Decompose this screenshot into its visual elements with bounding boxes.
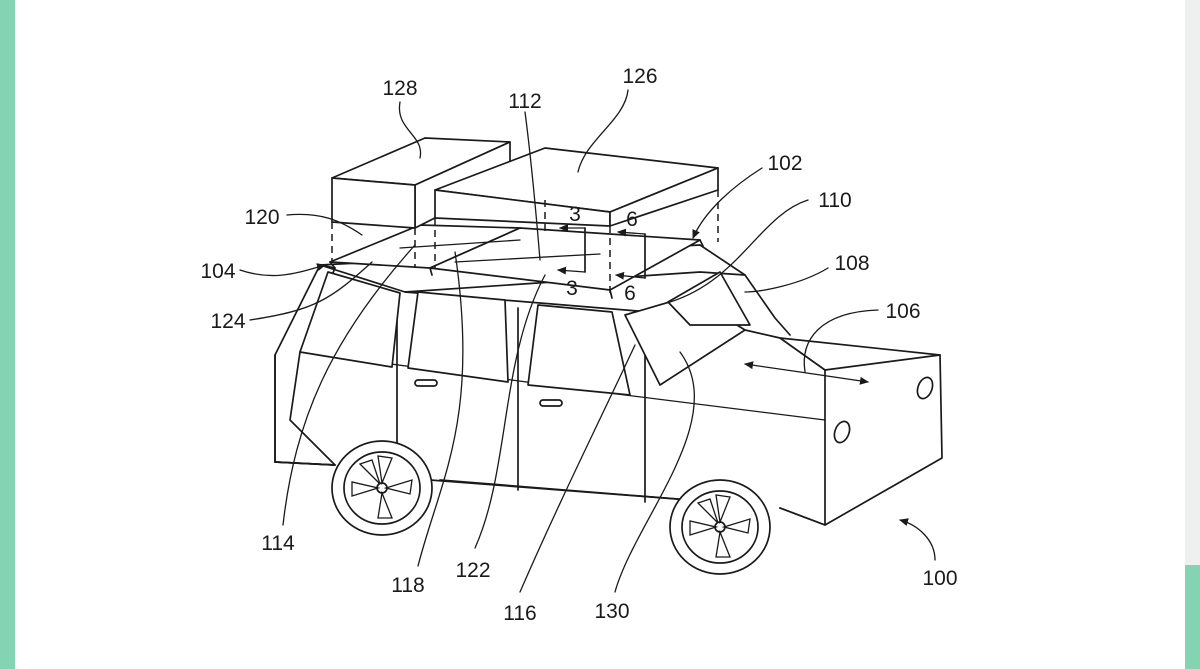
label-106: 106 (885, 300, 920, 323)
label-116: 116 (503, 602, 536, 625)
label-110: 110 (818, 189, 851, 212)
label-120: 120 (244, 206, 279, 229)
label-128: 128 (382, 77, 417, 100)
reference-numerals: 128 126 112 102 110 108 106 120 104 124 … (200, 65, 957, 625)
label-108: 108 (834, 252, 869, 275)
label-100: 100 (922, 567, 957, 590)
motion-arrow (744, 361, 869, 385)
section-label-6-bottom: 6 (624, 282, 636, 305)
roof-rack (329, 224, 704, 299)
right-accent-band (1185, 565, 1200, 669)
label-118: 118 (391, 574, 424, 597)
label-112: 112 (508, 90, 541, 113)
label-102: 102 (767, 152, 802, 175)
label-126: 126 (622, 65, 657, 88)
front-wheel (669, 479, 771, 575)
section-label-6-top: 6 (626, 208, 638, 231)
rear-wheel (331, 440, 433, 536)
cargo-box-large (434, 147, 719, 298)
section-markers (557, 224, 646, 280)
section-label-3-bottom: 3 (566, 277, 578, 300)
right-border-band (1185, 0, 1200, 669)
label-130: 130 (594, 600, 629, 623)
label-104: 104 (200, 260, 235, 283)
label-124: 124 (210, 310, 245, 333)
label-122: 122 (455, 559, 490, 582)
section-label-3-top: 3 (569, 203, 581, 226)
label-114: 114 (261, 532, 295, 555)
left-accent-band (0, 0, 15, 669)
leader-lines (239, 89, 936, 593)
